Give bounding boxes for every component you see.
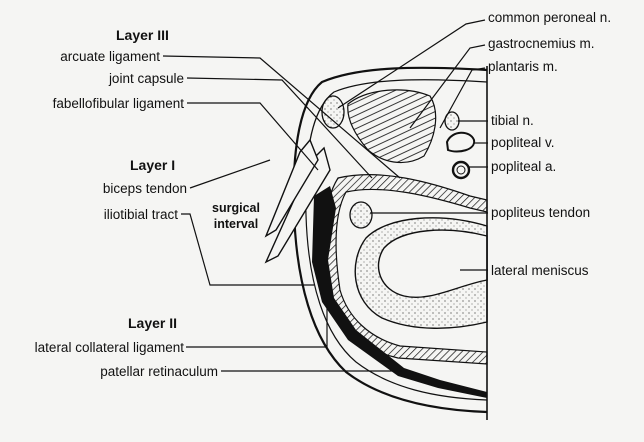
heading-layer-3: Layer III	[116, 27, 169, 43]
label-gastrocnemius-m: gastrocnemius m.	[488, 36, 595, 51]
heading-layer-2: Layer II	[128, 315, 177, 331]
fabella	[322, 96, 344, 128]
gastrocnemius-muscle	[348, 90, 436, 163]
cross-section-drawing	[266, 66, 487, 420]
popliteus-tendon	[350, 202, 372, 228]
popliteal-artery	[453, 162, 469, 178]
label-popliteal-a: popliteal a.	[491, 159, 556, 174]
label-popliteus-tendon: popliteus tendon	[491, 205, 590, 220]
label-lateral-collateral-ligament: lateral collateral ligament	[35, 340, 185, 355]
label-fabellofibular-ligament: fabellofibular ligament	[53, 96, 185, 111]
label-patellar-retinaculum: patellar retinaculum	[100, 364, 218, 379]
label-plantaris-m: plantaris m.	[488, 59, 558, 74]
label-lateral-meniscus: lateral meniscus	[491, 263, 589, 278]
label-popliteal-v: popliteal v.	[491, 135, 555, 150]
label-biceps-tendon: biceps tendon	[103, 181, 187, 196]
label-interval: interval	[214, 217, 258, 231]
label-tibial-n: tibial n.	[491, 113, 534, 128]
label-joint-capsule: joint capsule	[108, 71, 184, 86]
heading-layer-1: Layer I	[130, 157, 175, 173]
label-common-peroneal-n: common peroneal n.	[488, 10, 611, 25]
label-iliotibial-tract: iliotibial tract	[104, 207, 179, 222]
label-surgical: surgical	[212, 201, 260, 215]
popliteal-vein	[447, 133, 474, 152]
label-arcuate-ligament: arcuate ligament	[60, 49, 160, 64]
